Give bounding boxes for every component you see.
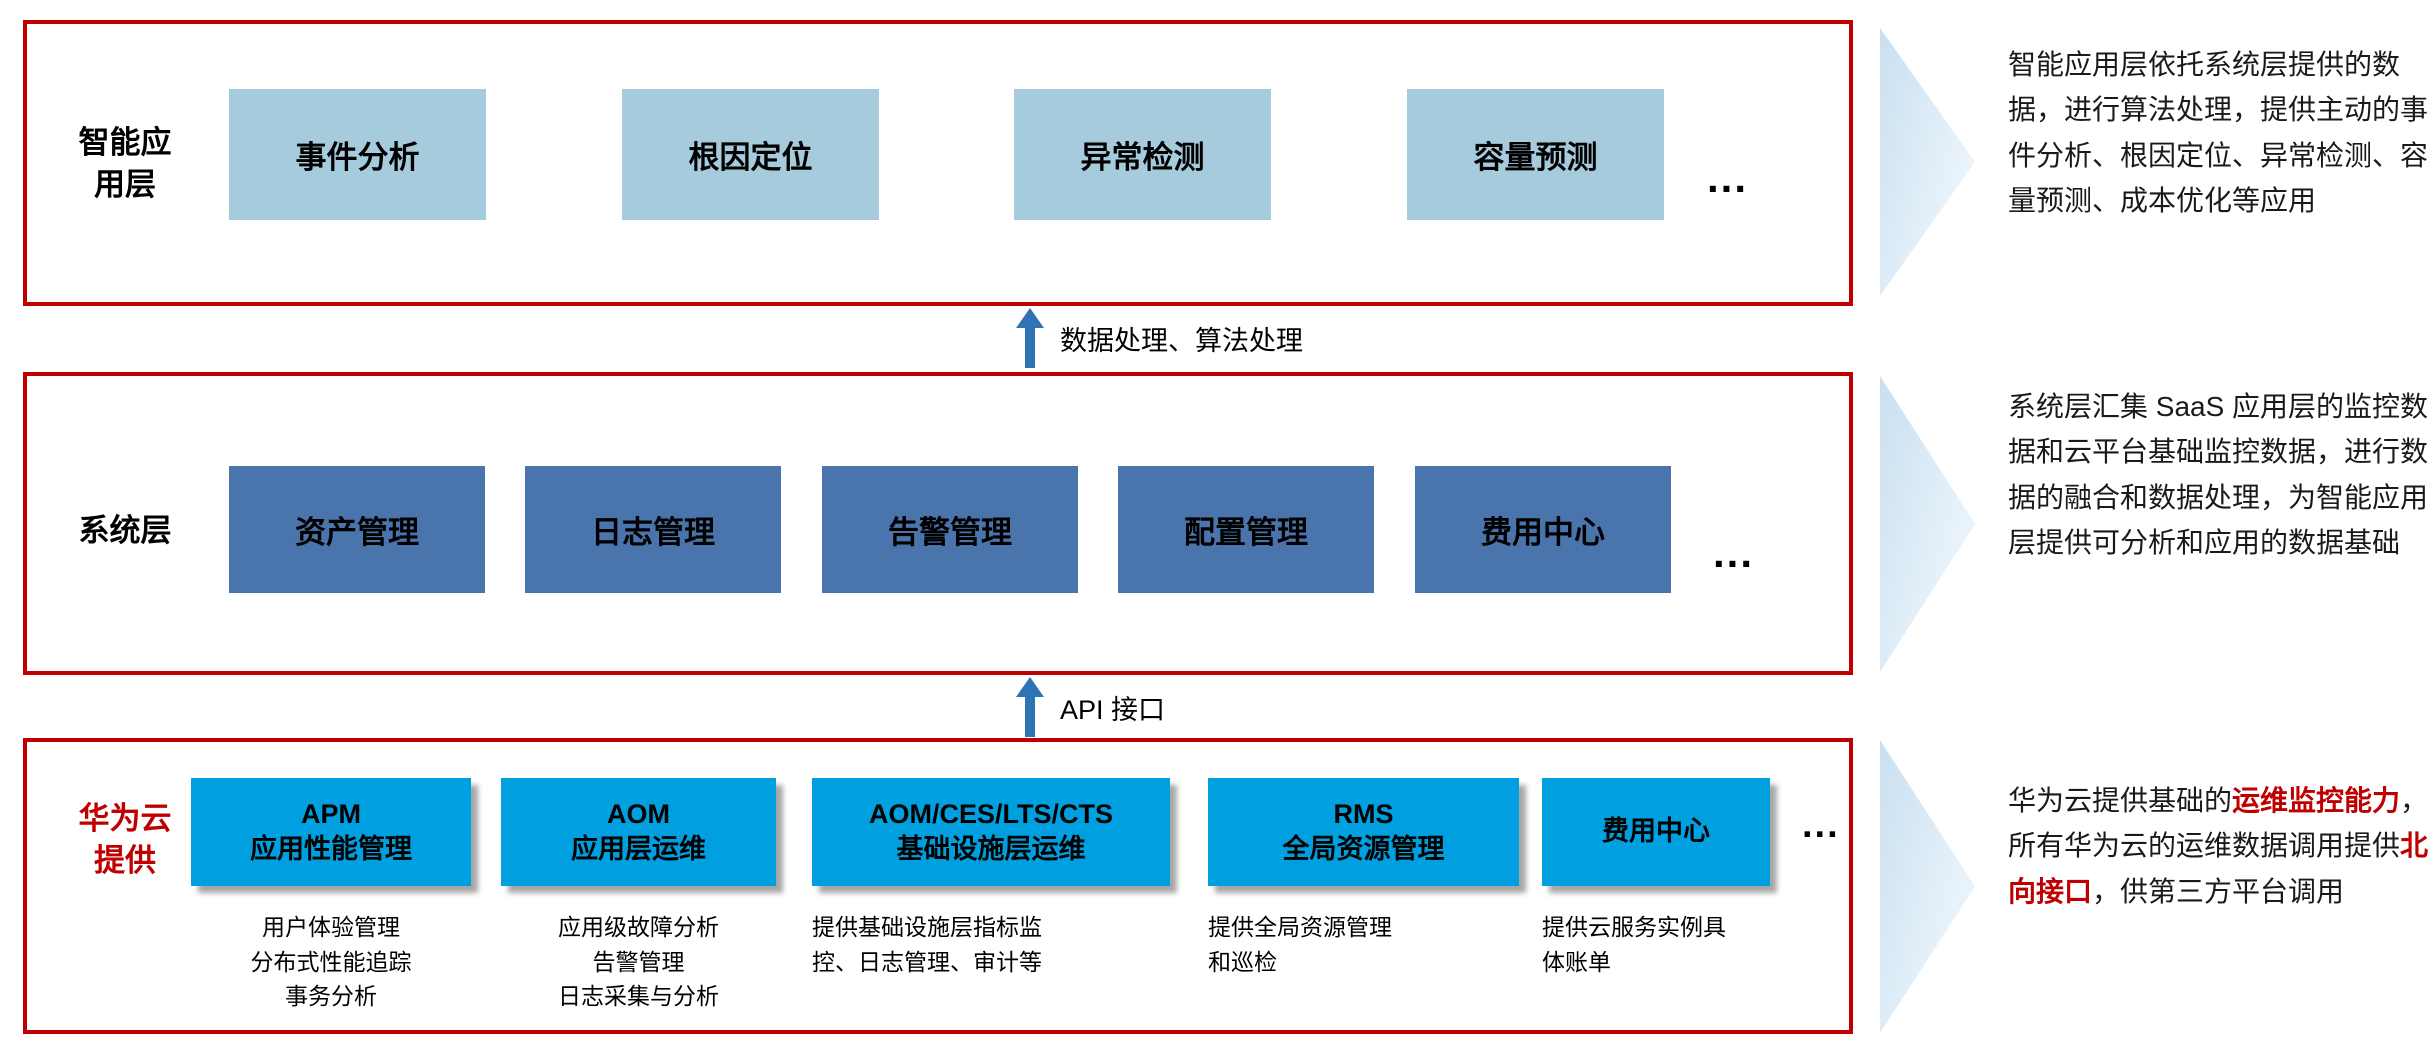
system-box-billing: 费用中心 <box>1415 466 1671 593</box>
intelligent-app-layer: 智能应 用层 事件分析 根因定位 异常检测 容量预测 ... <box>23 20 1853 306</box>
data-flow-arrow-group: 数据处理、算法处理 <box>1016 308 1303 368</box>
module-infra-ops: AOM/CES/LTS/CTS 基础设施层运维 <box>812 778 1170 886</box>
note-system-layer: 系统层汇集 SaaS 应用层的监控数据和云平台基础监控数据，进行数据的融合和数据… <box>2008 391 2429 559</box>
module-aom: AOM 应用层运维 <box>501 778 776 886</box>
layer-label-huawei: 华为云 提供 <box>78 801 172 878</box>
app-box-capacity-forecast: 容量预测 <box>1407 89 1664 220</box>
system-box-alarm-mgmt: 告警管理 <box>822 466 1078 593</box>
system-box-config-mgmt: 配置管理 <box>1118 466 1374 593</box>
ellipsis: ... <box>1707 154 1749 201</box>
app-box-anomaly-detection: 异常检测 <box>1014 89 1271 220</box>
layer-label-app: 智能应 用层 <box>78 125 172 202</box>
arrow-shaft <box>1025 328 1035 368</box>
arrow-shaft <box>1025 697 1035 737</box>
module-rms-desc: 提供全局资源管理 和巡检 <box>1208 914 1392 975</box>
layer-label-system: 系统层 <box>78 513 172 548</box>
callout-arrow-icon-system <box>1880 376 1975 672</box>
system-box-log-mgmt: 日志管理 <box>525 466 781 593</box>
app-box-event-analysis: 事件分析 <box>229 89 486 220</box>
module-rms: RMS 全局资源管理 <box>1208 778 1519 886</box>
huawei-cloud-layer: 华为云 提供 APM 应用性能管理 AOM 应用层运维 AOM/CES/LTS/… <box>23 738 1853 1034</box>
system-layer: 系统层 资产管理 日志管理 告警管理 配置管理 费用中心 ... <box>23 372 1853 675</box>
note-huawei-layer: 华为云提供基础的运维监控能力，所有华为云的运维数据调用提供北向接口，供第三方平台… <box>2008 785 2429 907</box>
arrow-head <box>1016 677 1044 697</box>
note-app-layer: 智能应用层依托系统层提供的数据，进行算法处理，提供主动的事件分析、根因定位、异常… <box>2008 49 2429 217</box>
system-box-asset-mgmt: 资产管理 <box>229 466 485 593</box>
arrow-label-data-processing: 数据处理、算法处理 <box>1060 325 1303 356</box>
ellipsis: ... <box>1802 804 1840 846</box>
module-infra-desc: 提供基础设施层指标监 控、日志管理、审计等 <box>812 914 1042 975</box>
callout-arrow-icon-app <box>1880 28 1975 296</box>
ellipsis: ... <box>1713 529 1755 576</box>
module-billing-desc: 提供云服务实例具 体账单 <box>1542 914 1726 975</box>
app-box-root-cause: 根因定位 <box>622 89 879 220</box>
module-billing: 费用中心 <box>1542 778 1770 886</box>
module-apm: APM 应用性能管理 <box>191 778 471 886</box>
arrow-label-api: API 接口 <box>1060 694 1166 725</box>
up-arrow-icon <box>1016 308 1044 368</box>
callout-arrow-icon-huawei <box>1880 740 1975 1033</box>
module-aom-desc: 应用级故障分析 告警管理 日志采集与分析 <box>558 914 719 1009</box>
up-arrow-icon <box>1016 677 1044 737</box>
arrow-head <box>1016 308 1044 328</box>
api-flow-arrow-group: API 接口 <box>1016 677 1165 737</box>
module-apm-desc: 用户体验管理 分布式性能追踪 事务分析 <box>250 914 412 1009</box>
